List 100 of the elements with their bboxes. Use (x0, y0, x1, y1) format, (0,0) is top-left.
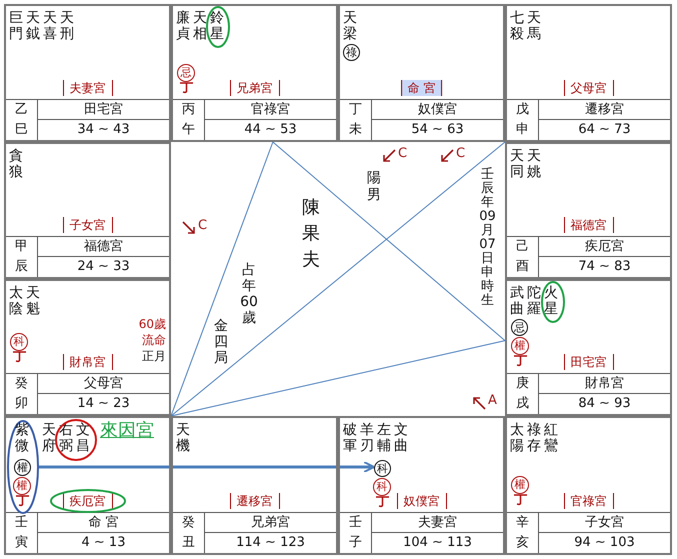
star-name: 陀羅 (527, 285, 542, 317)
highlight-ellipse (7, 420, 39, 514)
star-name: 羊刃 (360, 422, 375, 454)
palace-name: 父母宮 (83, 375, 124, 393)
palace-label: 財帛宮 (62, 354, 112, 370)
stem-character: 甲 (14, 238, 29, 256)
palace-name: 財帛宮 (584, 375, 625, 393)
palace-label: 遷移宮 (230, 493, 280, 509)
circled-character: 科 (374, 460, 391, 477)
star-name: 天機 (176, 422, 191, 454)
note-text: 正月 (142, 349, 166, 364)
branch-character: 寅 (14, 534, 29, 552)
palace-name: 田宅宮 (83, 101, 124, 119)
branch-character: 午 (181, 121, 196, 139)
connector-line (272, 142, 506, 342)
star-name: 右弼 (59, 422, 74, 454)
star-name: 天魁 (26, 285, 41, 317)
age-range: 74 ~ 83 (577, 258, 632, 276)
star-name: 天刑 (60, 10, 75, 42)
star-name: 破軍 (343, 422, 358, 454)
palace-label: 福德宮 (564, 217, 614, 233)
palace-label: 命 宮 (400, 80, 442, 96)
palace-name: 福德宮 (83, 238, 124, 256)
note-text: 60歲 (138, 317, 166, 332)
annotation-text: 來因宮 (100, 419, 154, 443)
star-name: 天鉞 (26, 10, 41, 42)
palace-name: 子女宮 (584, 514, 625, 532)
star-name: 文昌 (76, 422, 91, 454)
palace-cell (505, 142, 672, 279)
letter-mark: C (456, 146, 466, 161)
connector-line (170, 142, 274, 416)
branch-character: 申 (515, 121, 530, 139)
person-name: 陳果夫 (301, 196, 321, 272)
palace-name: 奴僕宮 (417, 101, 458, 119)
star-name: 廉貞 (176, 10, 191, 42)
branch-character: 卯 (14, 395, 29, 413)
arrow (39, 461, 375, 473)
circled-character: 祿 (343, 44, 360, 61)
palace-cell (505, 4, 672, 142)
star-name: 太陰 (9, 285, 24, 317)
branch-character: 辰 (14, 258, 29, 276)
star-name: 紫微 (15, 422, 30, 454)
palace-cell (4, 416, 171, 555)
palace-cell (338, 416, 505, 555)
star-name: 天馬 (527, 10, 542, 42)
palace-label: 兄弟宮 (230, 80, 280, 96)
palace-label: 夫妻宮 (62, 80, 112, 96)
age-range: 4 ~ 13 (80, 534, 126, 552)
palace-name: 夫妻宮 (417, 514, 458, 532)
age-range: 64 ~ 73 (577, 121, 632, 139)
age-range: 24 ~ 33 (76, 258, 131, 276)
star-name: 武曲 (510, 285, 525, 317)
palace-cell (505, 416, 672, 555)
stem-character: 丁 (348, 101, 363, 119)
age-range: 14 ~ 23 (76, 395, 131, 413)
branch-character: 酉 (515, 258, 530, 276)
palace-cell (4, 4, 171, 142)
star-name: 天喜 (43, 10, 58, 42)
letter-mark: A (488, 393, 497, 408)
star-name: 天姚 (527, 148, 542, 180)
star-name: 紅鸞 (544, 422, 559, 454)
age-range: 94 ~ 103 (573, 534, 636, 552)
branch-character: 子 (348, 534, 363, 552)
palace-cell (171, 416, 338, 555)
star-name: 貪狼 (9, 148, 24, 180)
star-name: 天梁 (343, 10, 358, 42)
star-name: 文曲 (394, 422, 409, 454)
note-text: 流命 (142, 333, 166, 348)
vertical-text: 占年60歲 (240, 262, 258, 326)
palace-label: 疾厄宮 (62, 493, 112, 509)
stem-character: 壬 (348, 514, 363, 532)
star-name: 太陽 (510, 422, 525, 454)
palace-label: 田宅宮 (564, 354, 614, 370)
palace-cell (338, 4, 505, 142)
palace-name: 遷移宮 (584, 101, 625, 119)
age-range: 54 ~ 63 (410, 121, 465, 139)
connector-line (170, 340, 506, 416)
palace-label: 官祿宮 (564, 493, 614, 509)
palace-label: 父母宮 (564, 80, 614, 96)
stem-character: 戊 (515, 101, 530, 119)
palace-label: 奴僕宮 (396, 493, 446, 509)
palace-cell (171, 4, 338, 142)
palace-name: 疾厄宮 (584, 238, 625, 256)
star-name: 天府 (42, 422, 57, 454)
star-name: 天相 (193, 10, 208, 42)
palace-name: 官祿宮 (250, 101, 291, 119)
palace-name: 兄弟宮 (250, 514, 291, 532)
stem-character: 己 (515, 238, 530, 256)
star-name: 巨門 (9, 10, 24, 42)
stem-character: 庚 (515, 375, 530, 393)
palace-cell (505, 279, 672, 416)
stem-character: 辛 (515, 514, 530, 532)
stem-character: 癸 (181, 514, 196, 532)
branch-character: 戌 (515, 395, 530, 413)
palace-label: 子女宮 (62, 217, 112, 233)
age-range: 44 ~ 53 (243, 121, 298, 139)
star-name: 祿存 (527, 422, 542, 454)
stem-character: 癸 (14, 375, 29, 393)
stem-character: 壬 (14, 514, 29, 532)
vertical-text: 金四局 (213, 318, 229, 366)
